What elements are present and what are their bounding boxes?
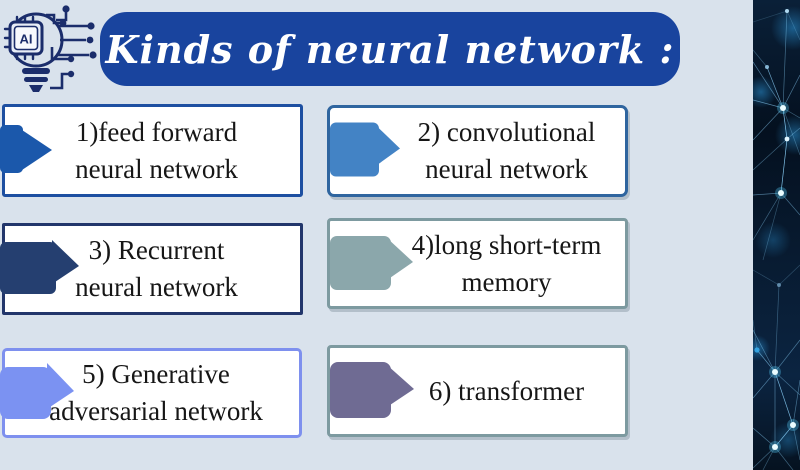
card-generative-adversarial-network: 5) Generative adversarial network bbox=[0, 348, 302, 438]
bulb-base-tip bbox=[29, 85, 43, 92]
card-feed-forward-neural-network: 1)feed forward neural network bbox=[0, 104, 303, 197]
card-convolutional-neural-network: 2) convolutional neural network bbox=[327, 105, 628, 197]
card-label: 3) Recurrent neural network bbox=[75, 235, 238, 302]
glow-spots bbox=[753, 6, 800, 458]
card-label: 6) transformer bbox=[428, 375, 585, 406]
network-sidebar-image bbox=[753, 0, 800, 470]
ai-chip: AI bbox=[3, 15, 44, 61]
arrow-icon bbox=[0, 124, 52, 173]
card-transformer: 6) transformer bbox=[327, 345, 628, 437]
arrow-icon bbox=[330, 362, 414, 418]
circuit-dots bbox=[59, 5, 97, 78]
bulb-base-bar bbox=[22, 68, 50, 74]
card-recurrent-neural-network: 3) Recurrent neural network bbox=[0, 223, 303, 315]
arrow-icon bbox=[0, 240, 79, 294]
network-nodes bbox=[754, 9, 799, 453]
card-long-short-term-memory: 4)long short-term memory bbox=[327, 218, 628, 309]
arrow-icon bbox=[0, 363, 74, 419]
ai-chip-label: AI bbox=[20, 32, 33, 47]
circuit-traces bbox=[46, 11, 89, 90]
card-label: 1)feed forward neural network bbox=[75, 116, 238, 184]
bulb-base-bar bbox=[24, 77, 48, 82]
card-label: 5) Generative adversarial network bbox=[49, 359, 263, 426]
title-banner: Kinds of neural network : bbox=[100, 12, 680, 86]
network-lines bbox=[753, 10, 800, 470]
arrow-icon bbox=[330, 235, 413, 290]
card-label: 4)long short-term memory bbox=[411, 229, 602, 297]
ai-chip-lightbulb-icon: AI bbox=[3, 5, 97, 92]
arrow-icon bbox=[330, 122, 400, 177]
page-title: Kinds of neural network : bbox=[105, 26, 675, 72]
card-label: 2) convolutional neural network bbox=[417, 117, 596, 184]
